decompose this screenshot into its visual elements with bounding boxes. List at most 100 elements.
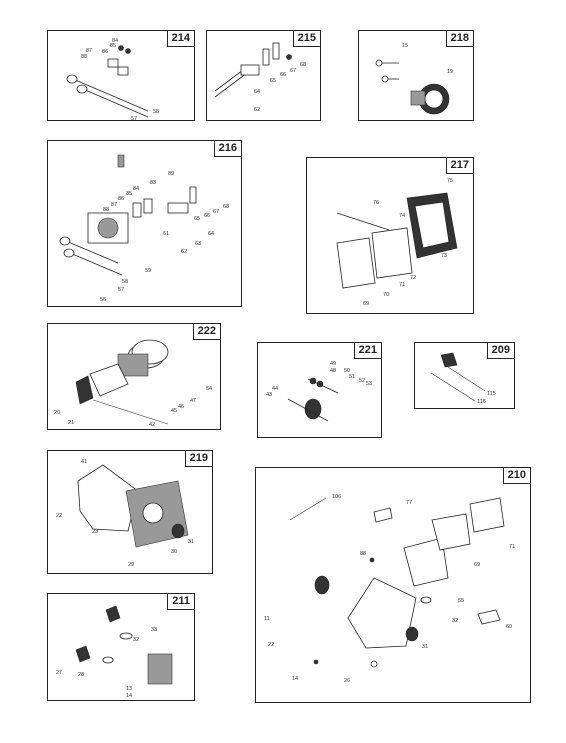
label: 15 (402, 43, 408, 49)
label: 76 (373, 200, 379, 206)
oil-seal (314, 575, 330, 595)
panel-id-215: 215 (292, 30, 321, 47)
rocker-cover-inner (414, 201, 450, 249)
pin-head (375, 59, 383, 67)
valve-head (66, 74, 78, 84)
washer-2 (316, 380, 324, 388)
leader-line (289, 497, 327, 521)
panel-209: 209 115 116 (414, 342, 515, 409)
label: 26 (344, 678, 350, 684)
washer (309, 377, 317, 385)
rocker-arm (189, 186, 197, 204)
panel-id-211: 211 (167, 593, 195, 610)
panel-210: 210 106 77 71 69 88 55 11 32 60 22 31 14… (255, 467, 531, 703)
block-fragment (147, 653, 173, 685)
label: 75 (447, 178, 453, 184)
shaft (287, 398, 329, 422)
retainer-2 (125, 48, 131, 54)
diagram-215: 68 67 66 65 64 62 (214, 42, 306, 113)
label: 41 (81, 459, 87, 465)
label: 28 (78, 672, 84, 678)
spark-plug (117, 154, 125, 168)
valve-head (59, 236, 71, 246)
label: 116 (477, 399, 486, 405)
diagram-216: 89 83 84 85 86 87 88 65 66 67 68 61 64 6… (59, 154, 229, 303)
cap (105, 605, 121, 623)
label: 86 (102, 49, 108, 55)
panel-id-219: 219 (184, 450, 213, 467)
label: 69 (474, 562, 480, 568)
label: 47 (190, 398, 196, 404)
label: 61 (163, 231, 169, 237)
label: 21 (68, 420, 74, 426)
rocker-arm-2 (272, 42, 280, 60)
label: 31 (188, 539, 194, 545)
crankcase-gasket (347, 577, 417, 649)
label: 51 (349, 374, 355, 380)
panel-215: 215 68 67 66 65 64 62 (206, 30, 321, 121)
label: 13 (126, 686, 132, 692)
label: 85 (126, 191, 132, 197)
panel-id-217: 217 (445, 157, 474, 174)
cover-gasket (403, 537, 449, 587)
rod-cap (75, 375, 94, 405)
label: 20 (54, 410, 60, 416)
label: 50 (344, 368, 350, 374)
leader-line (444, 364, 486, 392)
label: 11 (264, 616, 270, 622)
diagram-222: 54 47 46 45 42 21 20 (54, 339, 212, 428)
label: 33 (151, 627, 157, 633)
label: 70 (383, 292, 389, 298)
label: 66 (204, 213, 210, 219)
valve-head-2 (63, 248, 75, 258)
label: 23 (92, 529, 98, 535)
diagram-210: 106 77 71 69 88 55 11 32 60 22 31 14 26 (264, 494, 515, 684)
label: 64 (254, 89, 260, 95)
label: 57 (131, 116, 137, 122)
diagram-214: 84 85 86 87 88 58 57 (66, 38, 159, 122)
label: 85 (110, 43, 116, 49)
label: 68 (300, 62, 306, 68)
retainer (118, 45, 124, 51)
cap-2 (75, 645, 91, 663)
label: 57 (118, 287, 124, 293)
label: 68 (223, 204, 229, 210)
panel-218: 218 15 19 (358, 30, 474, 121)
o-ring (420, 596, 432, 604)
diagram-221: 49 48 50 51 52 53 44 43 (266, 361, 372, 422)
label: 27 (56, 670, 62, 676)
valve (65, 240, 119, 264)
panel-id-214: 214 (166, 30, 195, 47)
label: 55 (458, 598, 464, 604)
panel-id-221: 221 (353, 342, 382, 359)
label: 115 (487, 391, 496, 397)
connecting-rod (89, 363, 129, 397)
label: 71 (399, 282, 405, 288)
combustion-chamber (97, 217, 119, 239)
label: 74 (399, 213, 405, 219)
label: 71 (509, 544, 515, 550)
label: 19 (447, 69, 453, 75)
cam-gear-hub (424, 89, 444, 109)
label: 56 (100, 297, 106, 303)
label: 87 (111, 202, 117, 208)
label: 58 (122, 279, 128, 285)
label: 63 (195, 241, 201, 247)
panel-219: 219 41 22 23 30 31 29 (47, 450, 213, 574)
label: 106 (332, 494, 341, 500)
panel-id-210: 210 (502, 467, 531, 484)
pin-head-2 (381, 75, 389, 83)
diagram-209: 115 116 (430, 352, 496, 405)
label: 66 (280, 72, 286, 78)
label: 77 (406, 500, 412, 506)
stud (336, 212, 390, 231)
diagram-218: 15 19 (375, 43, 453, 115)
label: 84 (112, 38, 118, 44)
panel-id-218: 218 (445, 30, 474, 47)
label: 88 (81, 54, 87, 60)
panel-id-222: 222 (192, 323, 221, 340)
small-gasket (373, 507, 393, 523)
label: 42 (149, 422, 155, 428)
valve-stem-2 (82, 88, 149, 118)
label: 65 (270, 78, 276, 84)
